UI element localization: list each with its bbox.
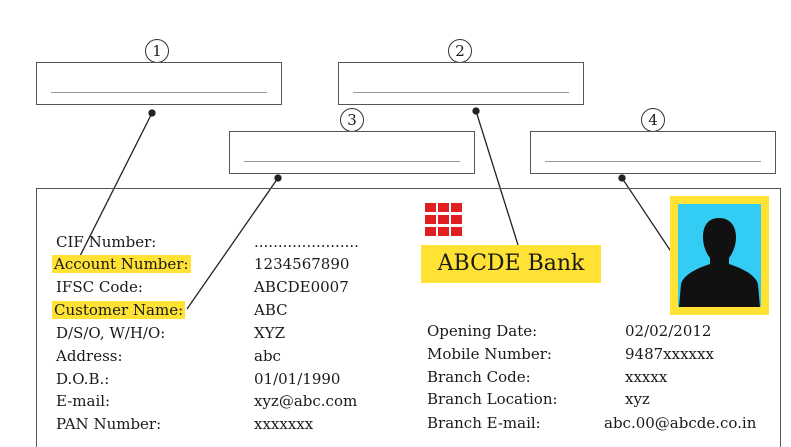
photo-background (678, 204, 761, 307)
connector-dot-2 (472, 107, 480, 115)
email-value: xyz@abc.com (254, 392, 358, 410)
branch-code-value: xxxxx (625, 368, 668, 386)
account-number-label: Account Number: (52, 255, 191, 273)
bank-name: ABCDE Bank (421, 245, 601, 283)
blank-line (545, 161, 761, 162)
callout-box-2[interactable] (338, 62, 584, 105)
callout-number-3: 3 (340, 108, 364, 132)
pan-number-label: PAN Number: (56, 415, 162, 433)
address-label: Address: (56, 347, 123, 365)
callout-number-2: 2 (448, 39, 472, 63)
customer-photo (670, 196, 769, 315)
connector-dot-1 (148, 109, 156, 117)
connector-line-1 (79, 112, 153, 257)
account-number-value: 1234567890 (254, 255, 350, 273)
opening-date-label: Opening Date: (427, 322, 538, 340)
connector-dot-3 (274, 174, 282, 182)
callout-number-1: 1 (145, 39, 169, 63)
dob-value: 01/01/1990 (254, 370, 341, 388)
blank-line (244, 161, 460, 162)
address-value: abc (254, 347, 281, 365)
callout-box-1[interactable] (36, 62, 282, 105)
grid-logo-icon (425, 203, 462, 236)
dob-label: D.O.B.: (56, 370, 110, 388)
person-silhouette-icon (679, 218, 760, 307)
callout-box-3[interactable] (229, 131, 475, 174)
pan-number-value: xxxxxxx (254, 415, 314, 433)
opening-date-value: 02/02/2012 (625, 322, 712, 340)
branch-email-label: Branch E-mail: (427, 414, 541, 432)
mobile-number-label: Mobile Number: (427, 345, 552, 363)
relation-label: D/S/O, W/H/O: (56, 324, 166, 342)
customer-name-label: Customer Name: (52, 301, 186, 319)
ifsc-code-label: IFSC Code: (56, 278, 143, 296)
cif-number-label: CIF Number: (56, 233, 157, 251)
branch-location-label: Branch Location: (427, 390, 558, 408)
branch-email-value: abc.00@abcde.co.in (604, 414, 757, 432)
connector-dot-4 (618, 174, 626, 182)
passbook-card (36, 188, 781, 447)
connector-line-4 (621, 177, 673, 254)
customer-name-value: ABC (254, 301, 288, 319)
blank-line (51, 92, 267, 93)
connector-line-3 (186, 177, 279, 310)
callout-box-4[interactable] (530, 131, 776, 174)
branch-code-label: Branch Code: (427, 368, 531, 386)
ifsc-code-value: ABCDE0007 (254, 278, 349, 296)
blank-line (353, 92, 569, 93)
relation-value: XYZ (254, 324, 286, 342)
branch-location-value: xyz (625, 390, 650, 408)
mobile-number-value: 9487xxxxxx (625, 345, 714, 363)
connector-line-2 (475, 110, 519, 246)
cif-number-value: ...................... (254, 233, 359, 251)
email-label: E-mail: (56, 392, 111, 410)
callout-number-4: 4 (641, 108, 665, 132)
